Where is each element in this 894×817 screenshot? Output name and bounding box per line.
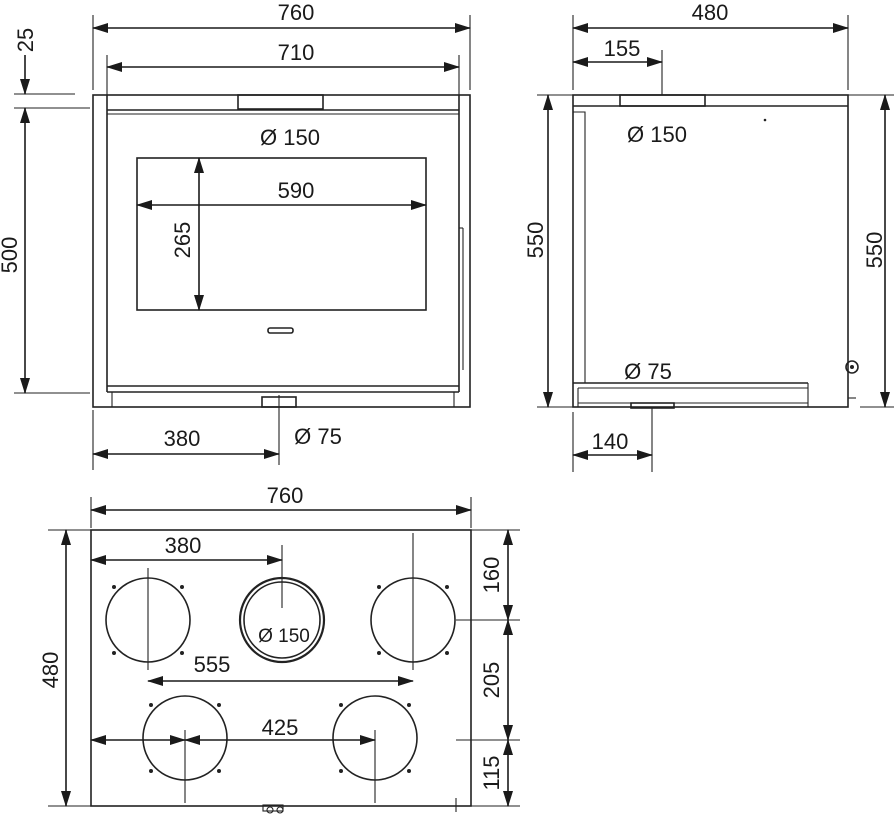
door-handle — [267, 327, 294, 334]
dim-front-width-outer: 760 — [278, 0, 315, 25]
side-flue-collar — [619, 94, 706, 107]
side-outer-frame — [572, 94, 849, 408]
dim-side-flue-offset: 155 — [604, 36, 641, 61]
label-top-flue-diameter: Ø 150 — [258, 626, 310, 647]
dim-front-height: 500 — [0, 237, 22, 274]
dim-top-offset-top: 160 — [479, 557, 504, 594]
dim-side-depth: 480 — [692, 0, 729, 25]
side-air-inlet — [630, 402, 675, 409]
dim-top-depth: 480 — [38, 652, 63, 689]
dim-side-air-offset: 140 — [592, 429, 629, 454]
dim-glass-height: 265 — [170, 222, 195, 259]
fixing-dots — [112, 585, 449, 773]
dim-top-flue-position: 380 — [165, 533, 202, 558]
top-view: 760 380 Ø 150 555 425 480 160 205 115 — [38, 483, 520, 814]
side-view: 480 155 Ø 150 550 550 Ø 75 140 — [523, 0, 894, 472]
dim-side-height-left: 550 — [523, 222, 548, 259]
dim-top-spacing-narrow: 425 — [262, 715, 299, 740]
flue-collar — [237, 94, 324, 110]
label-side-air-diameter: Ø 75 — [624, 359, 672, 384]
dim-side-height-right: 550 — [862, 232, 887, 269]
dim-top-offset-bottom: 115 — [479, 755, 504, 790]
label-side-flue-diameter: Ø 150 — [627, 122, 687, 147]
top-outer-frame — [90, 529, 472, 807]
glass-window — [136, 157, 427, 311]
dim-top-width: 760 — [267, 483, 304, 508]
dim-front-air-position: 380 — [164, 426, 201, 451]
dim-front-top-offset: 25 — [13, 28, 38, 52]
front-view: 760 710 25 500 Ø 150 590 265 380 Ø 75 — [0, 0, 471, 470]
dim-glass-width: 590 — [278, 178, 315, 203]
dim-top-spacing-wide: 555 — [194, 652, 231, 677]
dim-front-width-inner: 710 — [278, 40, 315, 65]
label-front-air-diameter: Ø 75 — [294, 424, 342, 449]
side-knob — [845, 360, 859, 374]
dim-top-offset-middle: 205 — [479, 662, 504, 699]
label-front-flue-diameter: Ø 150 — [260, 125, 320, 150]
